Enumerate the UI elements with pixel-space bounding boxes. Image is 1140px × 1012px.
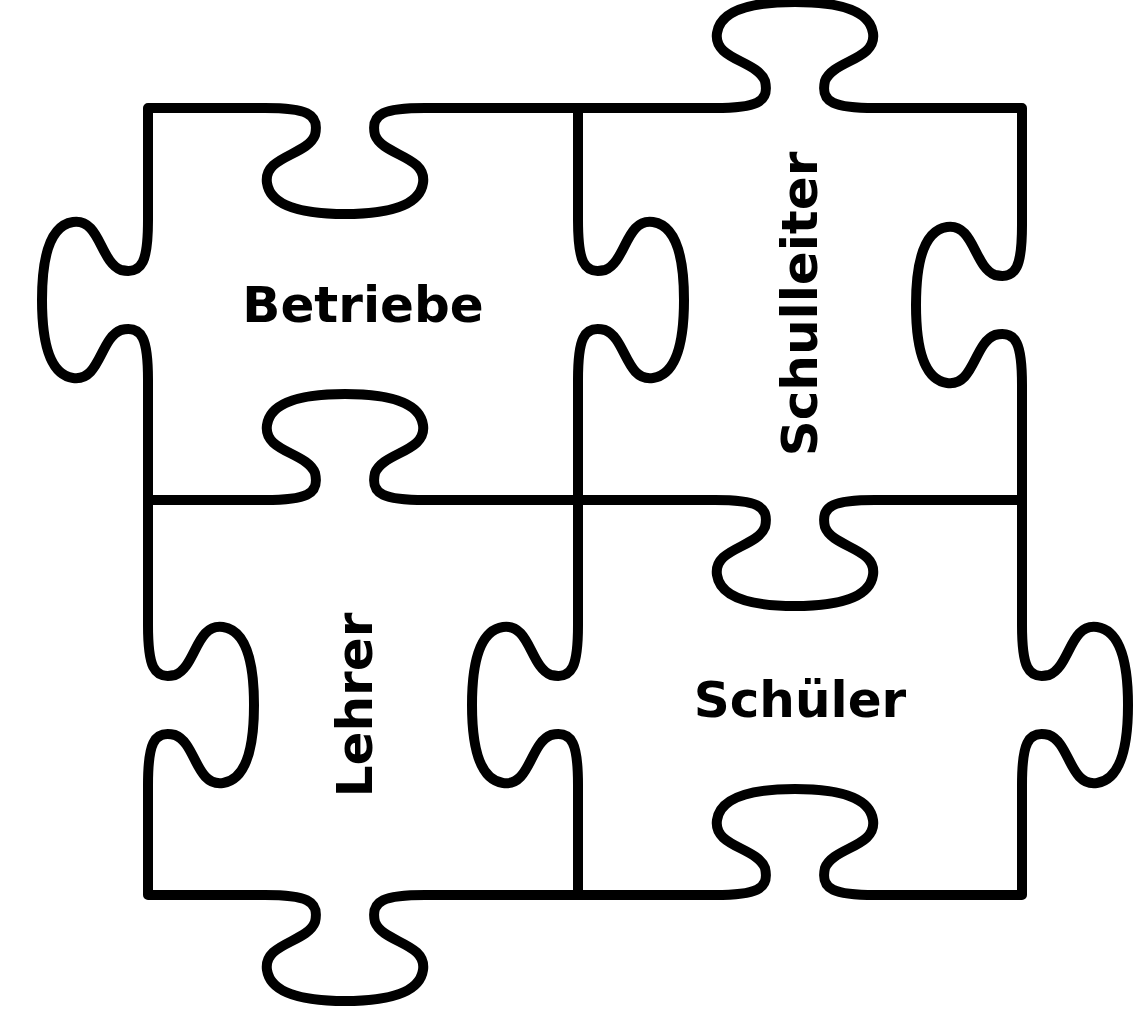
piece-label: Betriebe [242,280,483,330]
piece-label: Schüler [694,675,907,725]
piece-label: Lehrer [330,613,380,798]
puzzle-piece: Schüler [590,600,1010,800]
puzzle-piece: Betriebe [160,200,566,410]
puzzle-seam [472,500,578,895]
puzzle-seam [578,500,1022,606]
puzzle-border [42,2,1128,1001]
piece-label: Schulleiter [775,152,825,457]
puzzle-seam [578,108,684,500]
puzzle-seam [148,394,578,500]
puzzle-piece: Schulleiter [640,112,960,496]
puzzle-piece: Lehrer [250,520,460,890]
